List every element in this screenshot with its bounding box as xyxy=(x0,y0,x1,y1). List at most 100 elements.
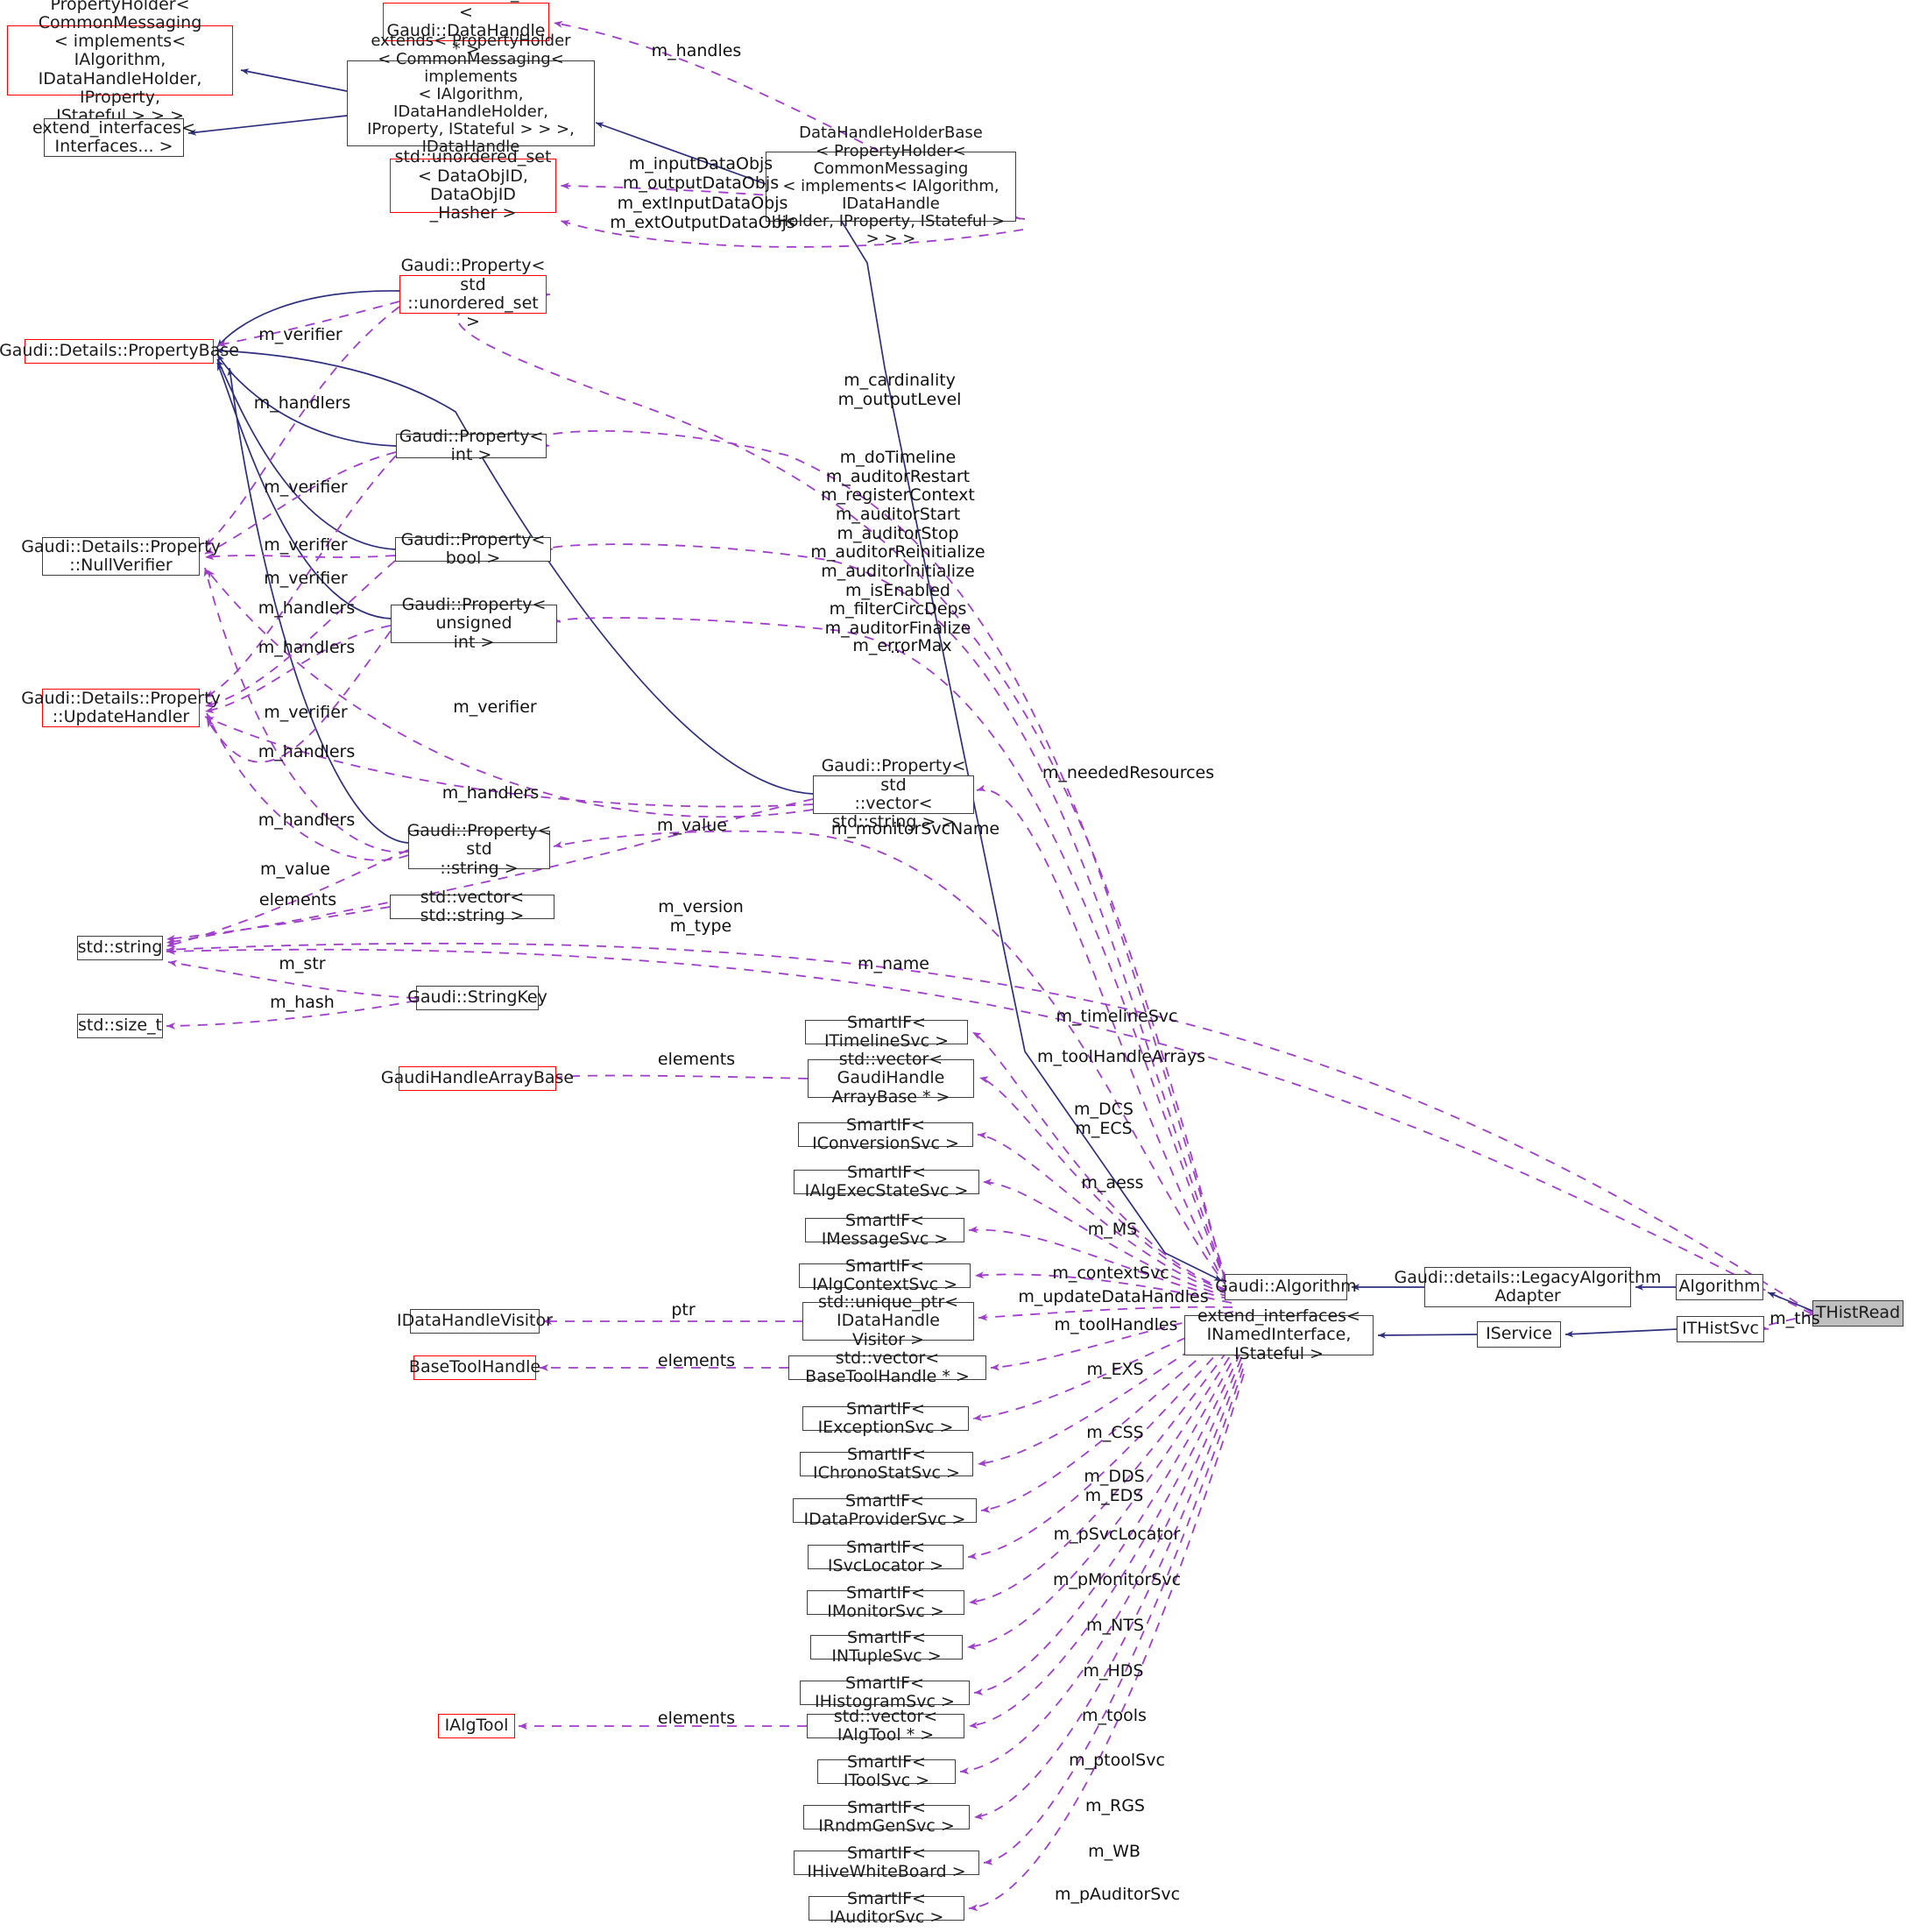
node-std-string[interactable]: std::string xyxy=(77,936,163,960)
node-smartif-iauditorsvc[interactable]: SmartIF< IAuditorSvc > xyxy=(809,1889,964,1927)
node-unordered-set-data-handle[interactable]: std::unordered_set < Gaudi::DataHandle *… xyxy=(383,0,549,59)
node-property-base[interactable]: Gaudi::Details::PropertyBase xyxy=(0,339,239,364)
edge-label-auditor-properties: m_doTimeline m_auditorRestart m_register… xyxy=(810,448,985,657)
edge-label-version-type: m_version m_type xyxy=(658,897,744,936)
edge-label-psvclocator: m_pSvcLocator xyxy=(1053,1525,1181,1544)
node-property-update-handler[interactable]: Gaudi::Details::Property ::UpdateHandler xyxy=(21,688,221,727)
node-legacy-algorithm-adapter[interactable]: Gaudi::details::LegacyAlgorithm Adapter xyxy=(1394,1267,1662,1307)
edge-label-context-svc: m_contextSvc xyxy=(1052,1263,1169,1283)
node-smartif-idataprovidersvc[interactable]: SmartIF< IDataProviderSvc > xyxy=(793,1491,977,1529)
edge-label-cardinality-outputlevel: m_cardinality m_outputLevel xyxy=(837,371,962,409)
edge-label-m-handlers-4: m_handlers xyxy=(258,742,356,761)
edge-label-ms: m_MS xyxy=(1087,1220,1138,1239)
edge-label-dcs-ecs: m_DCS m_ECS xyxy=(1074,1100,1134,1138)
node-property-unsigned-int[interactable]: Gaudi::Property< unsigned int > xyxy=(391,595,557,651)
edge-label-tools: m_tools xyxy=(1082,1706,1147,1725)
node-property-vector-string[interactable]: Gaudi::Property< std ::vector< std::stri… xyxy=(813,757,974,832)
edge-label-m-handlers-5: m_handlers xyxy=(441,783,540,803)
edge-label-ext-dataobjs: m_extInputDataObjs m_extOutputDataObjs xyxy=(610,194,795,232)
edge-label-m-handlers-6: m_handlers xyxy=(258,810,356,830)
node-iservice[interactable]: IService xyxy=(1477,1321,1561,1348)
node-property-holder[interactable]: PropertyHolder< CommonMessaging < implem… xyxy=(7,0,233,125)
node-property-bool[interactable]: Gaudi::Property< bool > xyxy=(395,530,551,568)
node-ialgtool[interactable]: IAlgTool xyxy=(438,1714,515,1738)
edge-label-m-verifier-2: m_verifier xyxy=(264,478,348,497)
edge-label-m-handles: m_handles xyxy=(651,41,742,60)
edge-label-elements-4: elements xyxy=(657,1709,736,1728)
edge-label-m-value-2: m_value xyxy=(260,860,330,879)
node-algorithm[interactable]: Algorithm xyxy=(1676,1274,1763,1300)
node-smartif-ihivewhiteboard[interactable]: SmartIF< IHiveWhiteBoard > xyxy=(794,1844,979,1881)
edge-label-ptoolsvc: m_ptoolSvc xyxy=(1069,1751,1165,1770)
node-idatahandlevisitor[interactable]: IDataHandleVisitor xyxy=(397,1309,553,1334)
edge-label-m-errormax: m_errorMax xyxy=(852,636,952,655)
edge-label-dds-eds: m_DDS m_EDS xyxy=(1084,1467,1145,1505)
node-smartif-ihistogramsvc[interactable]: SmartIF< IHistogramSvc > xyxy=(800,1674,970,1711)
edge-label-update-data-handles: m_updateDataHandles xyxy=(1018,1287,1209,1306)
node-smartif-imessagesvc[interactable]: SmartIF< IMessageSvc > xyxy=(805,1211,964,1249)
edge-label-m-handlers-3: m_handlers xyxy=(258,638,356,657)
node-property-string[interactable]: Gaudi::Property< std ::string > xyxy=(406,821,552,878)
edge-label-m-verifier-3: m_verifier xyxy=(264,535,348,555)
edge-label-m-handlers-1: m_handlers xyxy=(253,393,351,413)
node-unordered-set-dataobjid[interactable]: std::unordered_set < DataObjID, DataObjI… xyxy=(390,148,556,223)
node-base-tool-handle[interactable]: BaseToolHandle xyxy=(409,1355,540,1380)
node-smartif-intuplesvc[interactable]: SmartIF< INTupleSvc > xyxy=(810,1628,963,1666)
node-smartif-irndmgensvc[interactable]: SmartIF< IRndmGenSvc > xyxy=(803,1798,970,1836)
node-extend-interfaces[interactable]: extend_interfaces< Interfaces... > xyxy=(32,117,195,157)
edge-label-elements-2: elements xyxy=(657,1050,736,1069)
node-smartif-itimelinesvc[interactable]: SmartIF< ITimelineSvc > xyxy=(805,1013,968,1051)
node-gaudi-algorithm[interactable]: Gaudi::Algorithm xyxy=(1215,1274,1357,1300)
edge-label-input-output-dataobjs: m_inputDataObjs m_outputDataObjs xyxy=(622,154,780,193)
node-ithistsvc[interactable]: ITHistSvc xyxy=(1677,1316,1764,1342)
node-thistread[interactable]: THistRead xyxy=(1812,1300,1903,1327)
edge-label-monitor-svc-name: m_monitorSvcName xyxy=(830,819,1000,839)
node-property-unordered-set[interactable]: Gaudi::Property< std ::unordered_set > xyxy=(399,256,547,332)
node-smartif-ialgcontextsvc[interactable]: SmartIF< IAlgContextSvc > xyxy=(799,1256,971,1294)
node-vector-string[interactable]: std::vector< std::string > xyxy=(390,888,554,925)
edge-label-css: m_CSS xyxy=(1086,1423,1144,1442)
edge-label-m-name: m_name xyxy=(858,954,929,973)
edge-label-rgs: m_RGS xyxy=(1085,1796,1145,1815)
edge-label-m-hash: m_hash xyxy=(270,993,335,1012)
node-smartif-iexceptionsvc[interactable]: SmartIF< IExceptionSvc > xyxy=(802,1399,969,1437)
node-smartif-ialgexecstatesvc[interactable]: SmartIF< IAlgExecStateSvc > xyxy=(794,1163,979,1200)
node-data-handle-holder-base[interactable]: DataHandleHolderBase < PropertyHolder< C… xyxy=(766,124,1016,248)
node-smartif-imonitorsvc[interactable]: SmartIF< IMonitorSvc > xyxy=(807,1583,964,1621)
node-smartif-iconversionsvc[interactable]: SmartIF< IConversionSvc > xyxy=(798,1115,973,1153)
edge-label-m-verifier-5: m_verifier xyxy=(453,697,537,717)
node-property-null-verifier[interactable]: Gaudi::Details::Property ::NullVerifier xyxy=(21,536,221,576)
edge-label-wb: m_WB xyxy=(1088,1842,1141,1861)
edge-label-elements-3: elements xyxy=(657,1351,736,1370)
edge-label-needed-resources: m_neededResources xyxy=(1042,763,1215,782)
edge-label-hds: m_HDS xyxy=(1083,1661,1144,1681)
node-property-int[interactable]: Gaudi::Property< int > xyxy=(396,427,547,464)
node-vector-gaudi-handle-array[interactable]: std::vector< GaudiHandle ArrayBase * > xyxy=(808,1050,974,1106)
edge-label-m-verifier-1: m_verifier xyxy=(258,325,343,344)
node-smartif-ichronostatsvc[interactable]: SmartIF< IChronoStatSvc > xyxy=(800,1445,973,1483)
node-smartif-isvclocator[interactable]: SmartIF< ISvcLocator > xyxy=(808,1538,964,1575)
edge-label-exs: m_EXS xyxy=(1086,1360,1144,1379)
edge-label-elements-1: elements xyxy=(258,890,337,909)
node-gaudi-handle-array-base[interactable]: GaudiHandleArrayBase xyxy=(381,1066,574,1091)
node-vector-base-tool-handle[interactable]: std::vector< BaseToolHandle * > xyxy=(788,1348,986,1386)
edge-label-m-value-1: m_value xyxy=(657,816,727,835)
edge-label-pmonitorsvc: m_pMonitorSvc xyxy=(1052,1570,1182,1589)
edge-label-m-ths: m_ths xyxy=(1769,1309,1820,1328)
edge-label-ptr: ptr xyxy=(671,1300,696,1320)
edge-label-timeline-svc: m_timelineSvc xyxy=(1056,1007,1178,1026)
node-unique-ptr-datahandlevisitor[interactable]: std::unique_ptr< IDataHandle Visitor > xyxy=(802,1292,974,1348)
node-size-t[interactable]: std::size_t xyxy=(77,1014,163,1038)
node-extend-interfaces-named[interactable]: extend_interfaces< INamedInterface, ISta… xyxy=(1184,1306,1374,1362)
node-smartif-itoolsvc[interactable]: SmartIF< IToolSvc > xyxy=(817,1752,956,1790)
node-extends-property-holder[interactable]: extends< PropertyHolder < CommonMessagin… xyxy=(347,32,595,173)
edge-label-tool-handle-arrays: m_toolHandleArrays xyxy=(1036,1047,1206,1066)
edge-label-m-handlers-2: m_handlers xyxy=(258,598,356,618)
node-string-key[interactable]: Gaudi::StringKey xyxy=(407,986,547,1010)
edge-label-tool-handles: m_toolHandles xyxy=(1054,1315,1178,1334)
edge-label-m-verifier-4: m_verifier xyxy=(264,569,348,588)
edge-label-m-verifier-6: m_verifier xyxy=(264,703,348,722)
edge-label-m-str: m_str xyxy=(279,954,326,973)
node-vector-ialgtool[interactable]: std::vector< IAlgTool * > xyxy=(807,1707,964,1744)
